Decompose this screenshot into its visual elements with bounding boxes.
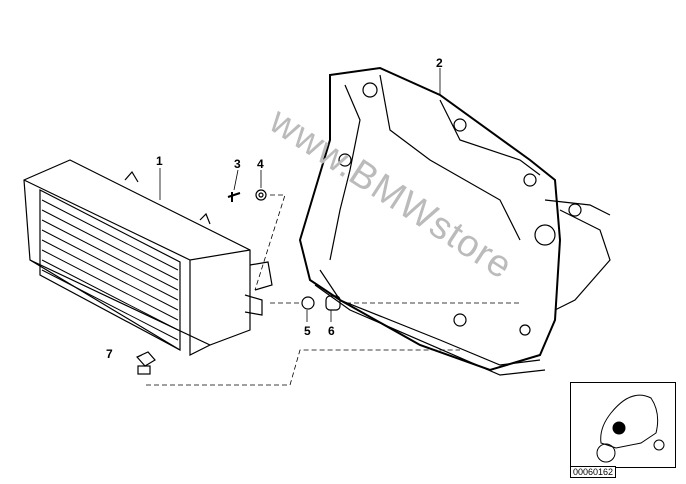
- callout-6: 6: [328, 324, 335, 338]
- callout-2: 2: [436, 56, 443, 70]
- callout-1: 1: [156, 154, 163, 168]
- callout-5: 5: [304, 324, 311, 338]
- callout-4: 4: [257, 157, 264, 171]
- callout-3: 3: [234, 157, 241, 171]
- leader-lines: [137, 68, 520, 386]
- callout-7: 7: [106, 347, 113, 361]
- location-highlight: [612, 421, 626, 435]
- radiator-drawing: [23, 159, 273, 356]
- diagram-code: 00060162: [570, 466, 617, 478]
- small-parts: [136, 189, 341, 375]
- vehicle-location-inset: [570, 382, 676, 468]
- scooter-icon: [596, 394, 665, 463]
- frame-drawing: [298, 66, 611, 376]
